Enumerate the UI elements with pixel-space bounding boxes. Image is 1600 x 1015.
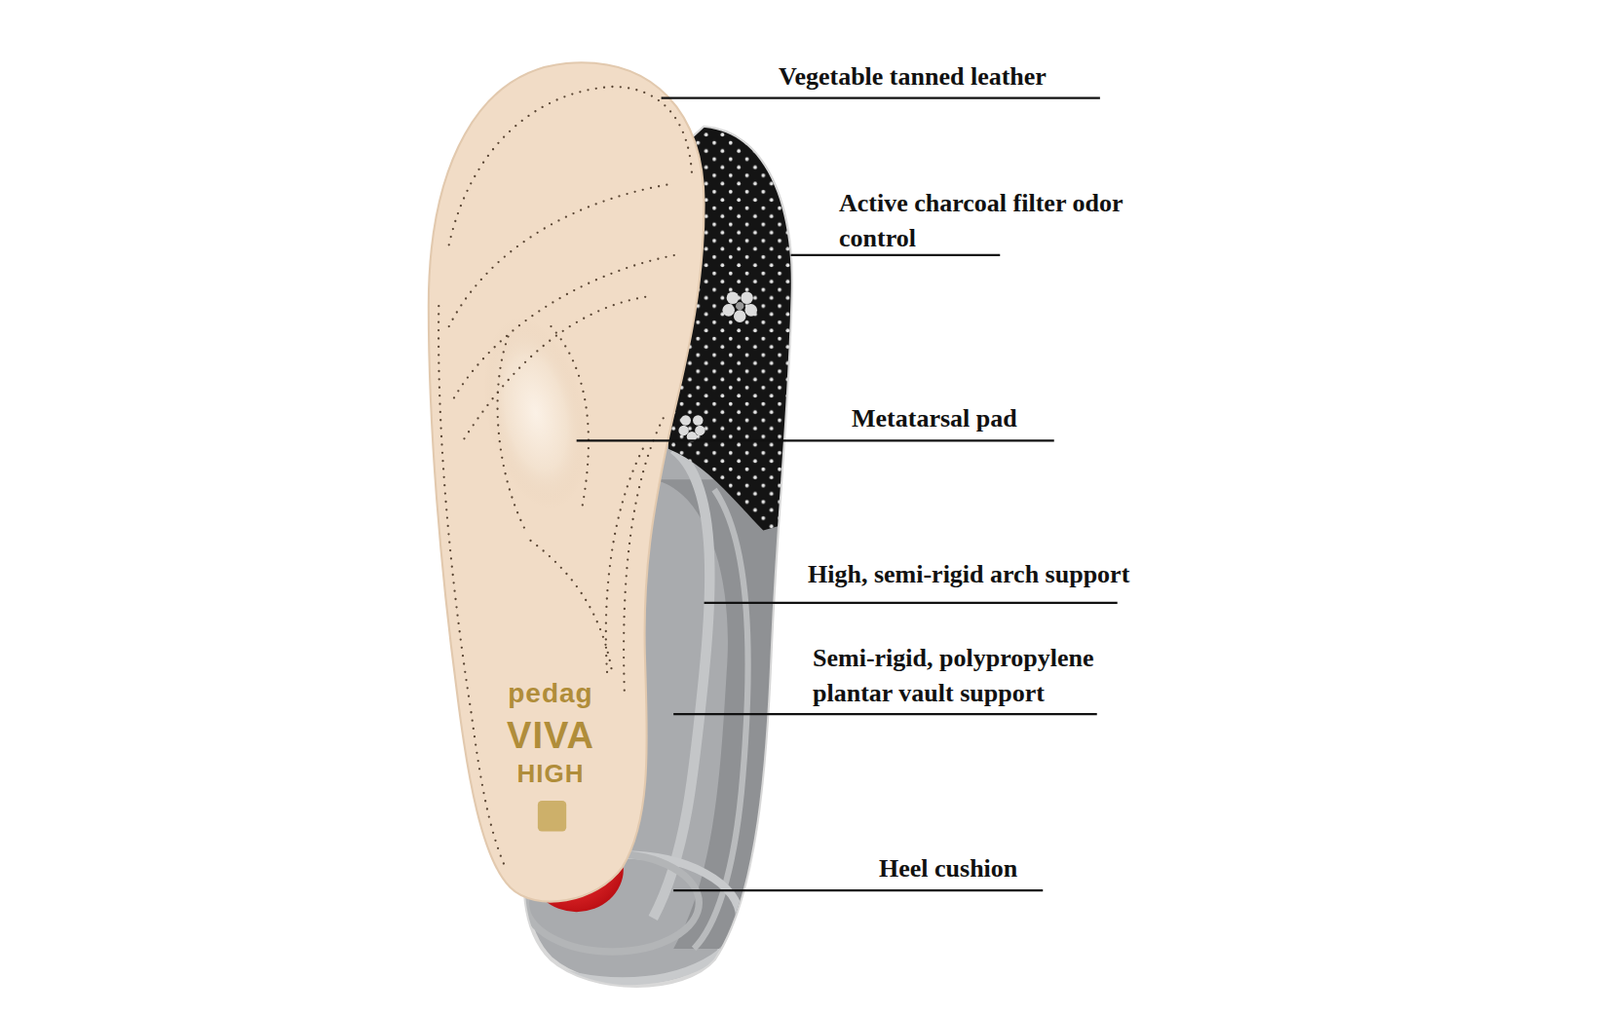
metatarsal-pad <box>467 307 605 519</box>
brand-mark: VIVA <box>472 716 629 758</box>
perforation <box>438 86 692 868</box>
callout-label: Semi-rigid, polypropylene plantar vault … <box>812 641 1164 712</box>
callout-label: Heel cushion <box>878 851 1133 887</box>
leather-top <box>428 62 705 902</box>
leather-logo <box>537 800 567 832</box>
callout-label: High, semi-rigid arch support <box>807 557 1237 593</box>
brand-mark: HIGH <box>482 760 619 789</box>
arch-contour <box>652 449 710 919</box>
brand-mark: pedag <box>482 679 619 710</box>
callout-label: Active charcoal filter odor control <box>838 186 1132 257</box>
callout-label: Metatarsal pad <box>851 401 1183 437</box>
callout-label: Vegetable tanned leather <box>778 59 1188 95</box>
